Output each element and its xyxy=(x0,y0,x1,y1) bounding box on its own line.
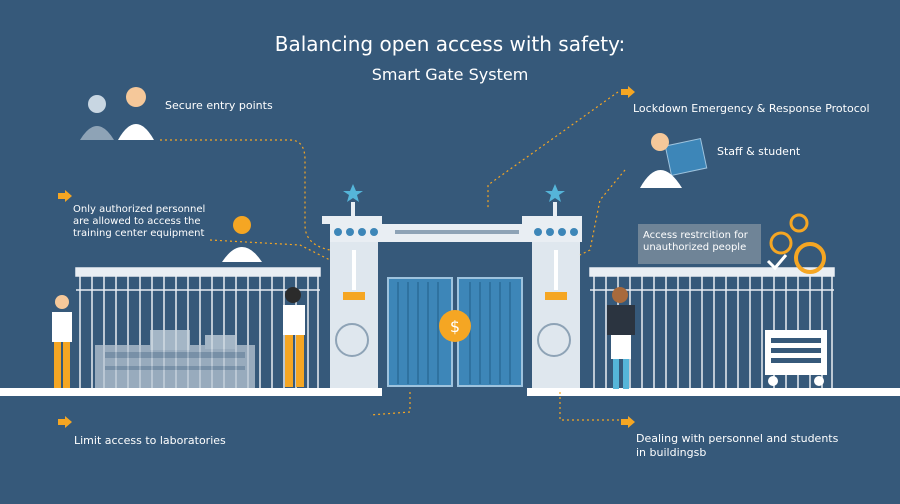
ground-left xyxy=(0,388,382,396)
dollar-icon: $ xyxy=(439,310,471,342)
svg-text:$: $ xyxy=(450,317,460,336)
label-dealing-line1: Dealing with personnel and students xyxy=(636,432,839,445)
staff-person xyxy=(640,133,708,188)
label-limit-access: Limit access to laboratories xyxy=(74,434,226,447)
gate xyxy=(322,216,582,388)
laboratory-machine xyxy=(95,330,255,388)
label-secure-entry: Secure entry points xyxy=(165,99,273,112)
arrow-icon xyxy=(621,86,635,98)
person-middle xyxy=(283,287,305,387)
label-authorized-line3: training center equipment xyxy=(73,228,205,239)
label-authorized-line2: are allowed to access the xyxy=(73,216,201,227)
gear-icon xyxy=(794,242,826,274)
person-left xyxy=(52,295,72,388)
arrow-icon xyxy=(58,190,72,202)
checkmark-icon xyxy=(766,254,788,271)
label-lockdown: Lockdown Emergency & Response Protocol xyxy=(633,102,870,115)
equipment-cart xyxy=(765,330,827,386)
label-access-restriction-line1: Access restrcition for xyxy=(643,230,748,241)
gear-icon xyxy=(789,213,809,233)
ground-right xyxy=(527,388,900,396)
gear-icon xyxy=(769,231,793,255)
access-restriction-box xyxy=(638,224,761,264)
connector-lines xyxy=(160,91,626,421)
label-access-restriction-line2: unauthorized people xyxy=(643,242,747,253)
security-guards xyxy=(80,87,154,140)
star-icon xyxy=(545,184,565,202)
label-dealing-line2: in buildingsb xyxy=(636,446,707,459)
arrow-icon xyxy=(58,416,72,428)
label-staff-student: Staff & student xyxy=(717,145,801,158)
main-title: Balancing open access with safety: xyxy=(274,32,626,56)
subtitle: Smart Gate System xyxy=(371,65,529,84)
arrow-icon xyxy=(621,416,635,428)
star-icon xyxy=(343,184,363,202)
person-right xyxy=(607,287,635,389)
label-authorized-line1: Only authorized personnel xyxy=(73,204,206,215)
technician xyxy=(222,216,262,262)
